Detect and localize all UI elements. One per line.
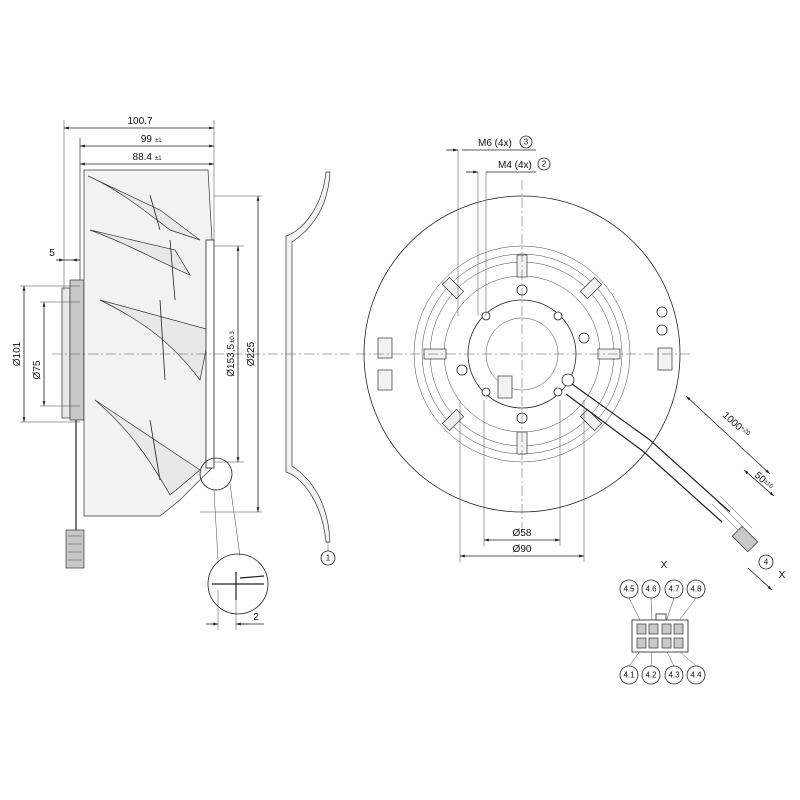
pin-callout-circle xyxy=(686,665,706,685)
dim-cable-length-tol: +20 xyxy=(739,426,751,438)
connector-pin-sockets xyxy=(636,623,684,649)
pin-leaders-top xyxy=(628,597,697,623)
dim-d153: Ø153,5 xyxy=(226,343,237,376)
impeller-blade xyxy=(99,299,211,381)
pin-socket xyxy=(661,623,672,635)
callout-3-circle xyxy=(519,135,533,149)
hole-icon xyxy=(656,324,668,336)
dim-d153-tol: ±0.3 xyxy=(230,331,236,343)
pin-socket xyxy=(648,623,659,635)
dim-overall-length: 100.7 xyxy=(127,116,152,127)
callout-4-circle xyxy=(758,554,774,570)
hole-icon xyxy=(656,306,668,318)
inlet-ring xyxy=(285,171,331,543)
dim-d153-group: Ø153,5±0.3 xyxy=(226,331,237,377)
dim-hub-length: 99 xyxy=(141,134,153,145)
pin-leaders-bottom xyxy=(628,649,697,667)
dim-strip-group: 50±10 xyxy=(752,470,776,493)
dim-flange: 5 xyxy=(49,248,55,259)
pin-label-4-2: 4.2 xyxy=(645,671,657,680)
dim-d58: Ø58 xyxy=(513,528,532,539)
pin-label-4-6: 4.6 xyxy=(645,585,657,594)
hole-icon xyxy=(578,332,590,344)
side-view: 100.7 99 ±1 88.4 ±1 5 Ø101 Ø75 Ø153,5±0.… xyxy=(12,116,350,630)
connector-detail: X 4.5 4.6 4.7 4.8 4.1 xyxy=(619,560,706,685)
label-m4: M4 (4x) xyxy=(498,160,532,171)
cable-gland-icon xyxy=(561,373,575,387)
motor-housing xyxy=(69,279,85,421)
callout-m6: 3 xyxy=(524,138,529,147)
hole-icon xyxy=(553,387,563,397)
connector-latch xyxy=(655,613,667,621)
pin-label-4-1: 4.1 xyxy=(623,671,635,680)
cable-lower xyxy=(565,393,723,523)
view-x-arrow xyxy=(747,567,773,591)
dim-line-cable-length xyxy=(685,395,771,475)
impeller-blade xyxy=(87,175,201,241)
pin-socket xyxy=(648,637,659,649)
impeller-blade xyxy=(89,229,191,276)
callout-connector: 4 xyxy=(764,558,769,567)
detail-leader xyxy=(213,489,219,561)
pin-socket xyxy=(673,623,684,635)
dim-wheel-length-tol: ±1 xyxy=(155,156,162,162)
dim-d101: Ø101 xyxy=(12,341,23,366)
blade-edges xyxy=(149,194,176,481)
hole-icon xyxy=(553,311,563,321)
callout-2-circle xyxy=(537,157,551,171)
pin-label-4-3: 4.3 xyxy=(668,671,680,680)
detail-marker-circle xyxy=(199,457,233,491)
plug-ribs xyxy=(68,535,82,561)
callout-m4: 2 xyxy=(542,160,547,169)
dim-line-strip xyxy=(743,469,775,497)
pin-socket xyxy=(636,623,647,635)
pin-callout-circle xyxy=(619,665,639,685)
dim-d90: Ø90 xyxy=(513,544,532,555)
ring-label-plate xyxy=(377,369,393,391)
dim-hub-length-tol: ±1 xyxy=(155,138,162,144)
cable-upper xyxy=(571,383,731,513)
dim-strip-length-tol: ±10 xyxy=(762,479,774,491)
side-connector-plug xyxy=(65,529,85,569)
mounting-flange xyxy=(61,287,71,419)
spoke xyxy=(441,276,465,300)
detail-view-circle xyxy=(207,553,269,615)
hole-icon xyxy=(481,387,491,397)
dim-d75: Ø75 xyxy=(32,360,43,379)
pin-label-4-4: 4.4 xyxy=(690,671,702,680)
label-x-arrow: X xyxy=(779,570,786,581)
pin-label-4-7: 4.7 xyxy=(668,585,680,594)
pin-label-4-5: 4.5 xyxy=(623,585,635,594)
pin-socket xyxy=(636,637,647,649)
callout-inlet-ring: 1 xyxy=(326,554,331,563)
dim-d225: Ø225 xyxy=(246,341,257,366)
ring-label-plate xyxy=(377,337,393,359)
pin-socket xyxy=(661,637,672,649)
callout-1-circle xyxy=(320,550,336,566)
connector-top-pins: 4.5 4.6 4.7 4.8 xyxy=(619,579,706,599)
dim-wheel-length: 88.4 xyxy=(133,152,153,163)
impeller-blade xyxy=(94,399,201,496)
ring-label-plate xyxy=(657,347,673,371)
impeller-body xyxy=(83,169,213,517)
pin-socket xyxy=(673,637,684,649)
pin-callout-circle xyxy=(664,665,684,685)
hole-icon xyxy=(456,364,468,376)
spoke xyxy=(579,276,603,300)
dim-detail-gap: 2 xyxy=(253,612,259,623)
hub-label-plate xyxy=(497,375,513,399)
front-view: M6 (4x) 3 M4 (4x) 2 Ø58 Ø90 1000+20 50±1… xyxy=(356,135,786,591)
connector-bottom-pins: 4.1 4.2 4.3 4.4 xyxy=(619,665,706,685)
label-m6: M6 (4x) xyxy=(478,138,512,149)
detail-leader xyxy=(229,483,241,557)
pin-callout-circle xyxy=(641,665,661,685)
cable-connector-plug xyxy=(731,525,759,553)
detail-geometry xyxy=(212,572,265,600)
pin-label-4-8: 4.8 xyxy=(690,585,702,594)
dim-cable-length-group: 1000+20 xyxy=(720,410,752,440)
connector-title: X xyxy=(661,560,668,571)
